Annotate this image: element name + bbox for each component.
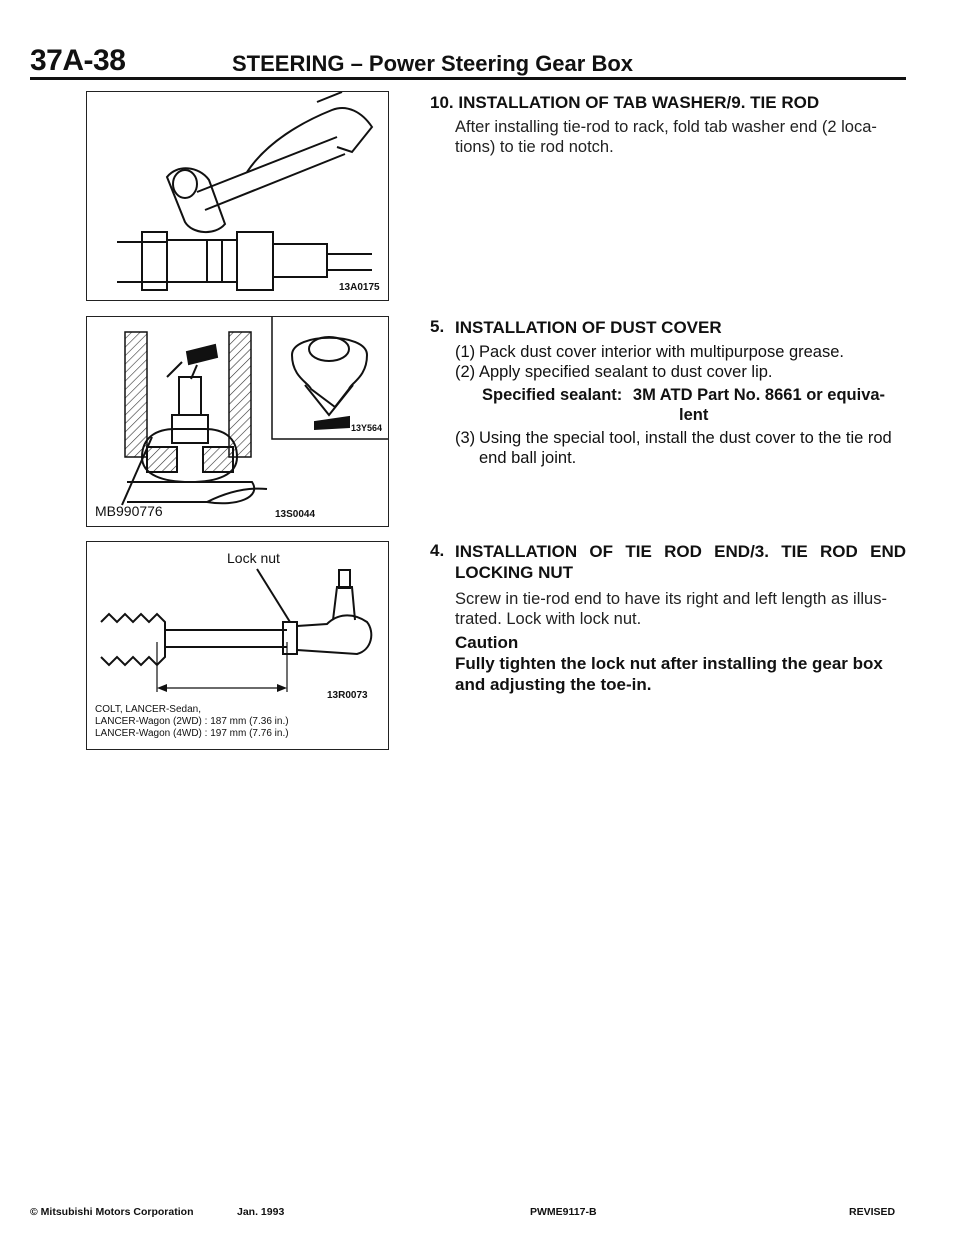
header-divider — [30, 77, 906, 80]
hammer-illustration — [117, 92, 374, 291]
section-body: After installing tie-rod to rack, fold t… — [455, 117, 906, 157]
step-number: (3) — [455, 429, 476, 447]
section-heading: 10. INSTALLATION OF TAB WASHER/9. TIE RO… — [430, 93, 820, 112]
caution-line: Fully tighten the lock nut after install… — [455, 654, 883, 673]
body-line: After installing tie-rod to rack, fold t… — [455, 118, 877, 136]
footer-doc-code: PWME9117-B — [530, 1206, 597, 1218]
sealant-label: Specified sealant: — [482, 386, 623, 404]
dimension-line-3: LANCER-Wagon (4WD) : 197 mm (7.76 in.) — [95, 728, 289, 739]
dimension-line-2: LANCER-Wagon (2WD) : 187 mm (7.36 in.) — [95, 716, 289, 727]
page-number: 37A-38 — [30, 44, 126, 77]
section-tab-washer: 10. INSTALLATION OF TAB WASHER/9. TIE RO… — [430, 92, 906, 157]
body-line: trated. Lock with lock nut. — [455, 610, 642, 628]
step-text-cont: end ball joint. — [479, 449, 577, 467]
caution-line: and adjusting the toe-in. — [455, 675, 652, 694]
step-number: (1) — [455, 343, 476, 361]
caution-title: Caution — [455, 633, 519, 652]
body-line: Screw in tie-rod end to have its right a… — [455, 590, 887, 608]
inset-figure-code: 13Y564 — [351, 423, 383, 433]
step-text: Pack dust cover interior with multipurpo… — [479, 343, 844, 361]
page-title: STEERING – Power Steering Gear Box — [232, 51, 634, 76]
section-body: Screw in tie-rod end to have its right a… — [455, 589, 906, 629]
footer-copyright: © Mitsubishi Motors Corporation — [30, 1206, 194, 1218]
footer-revised: REVISED — [849, 1206, 896, 1218]
tie-rod-illustration — [100, 568, 373, 692]
footer-date: Jan. 1993 — [237, 1206, 285, 1218]
figure-tie-rod-length: Lock nut 13R0073 COLT, LANCER-Sedan, LAN… — [86, 541, 389, 750]
dimension-line-1: COLT, LANCER-Sedan, — [95, 704, 201, 715]
section-dust-cover: 5. INSTALLATION OF DUST COVER (1) Pack d… — [430, 317, 906, 467]
sealant-value: 3M ATD Part No. 8661 or equiva- — [632, 386, 886, 404]
figure-code: 13R0073 — [327, 690, 368, 701]
section-number: 4. — [430, 541, 445, 560]
dimension-note: COLT, LANCER-Sedan, LANCER-Wagon (2WD) :… — [95, 704, 289, 740]
section-heading: INSTALLATION OF TIE ROD END/3. TIE ROD E… — [455, 541, 906, 583]
caution: Caution Fully tighten the lock nut after… — [455, 632, 906, 695]
specified-sealant: Specified sealant: 3M ATD Part No. 8661 … — [482, 385, 912, 425]
heading-line: INSTALLATION OF TIE ROD END/3. TIE ROD E… — [455, 542, 906, 561]
body-line: tions) to tie rod notch. — [455, 138, 614, 156]
figure-dust-cover: 13Y564 MB990776 13S0044 — [86, 316, 389, 527]
special-tool-label: MB990776 — [95, 503, 163, 519]
figure-code: 13S0044 — [275, 509, 316, 520]
dust-cover-illustration — [121, 317, 388, 506]
step-number: (2) — [455, 363, 476, 381]
section-number: 5. — [430, 317, 445, 336]
section-heading: INSTALLATION OF DUST COVER — [455, 318, 722, 337]
section-tie-rod-end: 4. INSTALLATION OF TIE ROD END/3. TIE RO… — [430, 541, 906, 694]
step-text: Apply specified sealant to dust cover li… — [479, 363, 773, 381]
figure-code: 13A0175 — [339, 282, 380, 293]
lock-nut-callout: Lock nut — [227, 550, 280, 566]
step-text: Using the special tool, install the dust… — [479, 429, 892, 447]
heading-line: LOCKING NUT — [455, 563, 574, 582]
sealant-value-cont: lent — [679, 406, 709, 424]
figure-tab-washer: 13A0175 — [86, 91, 389, 301]
